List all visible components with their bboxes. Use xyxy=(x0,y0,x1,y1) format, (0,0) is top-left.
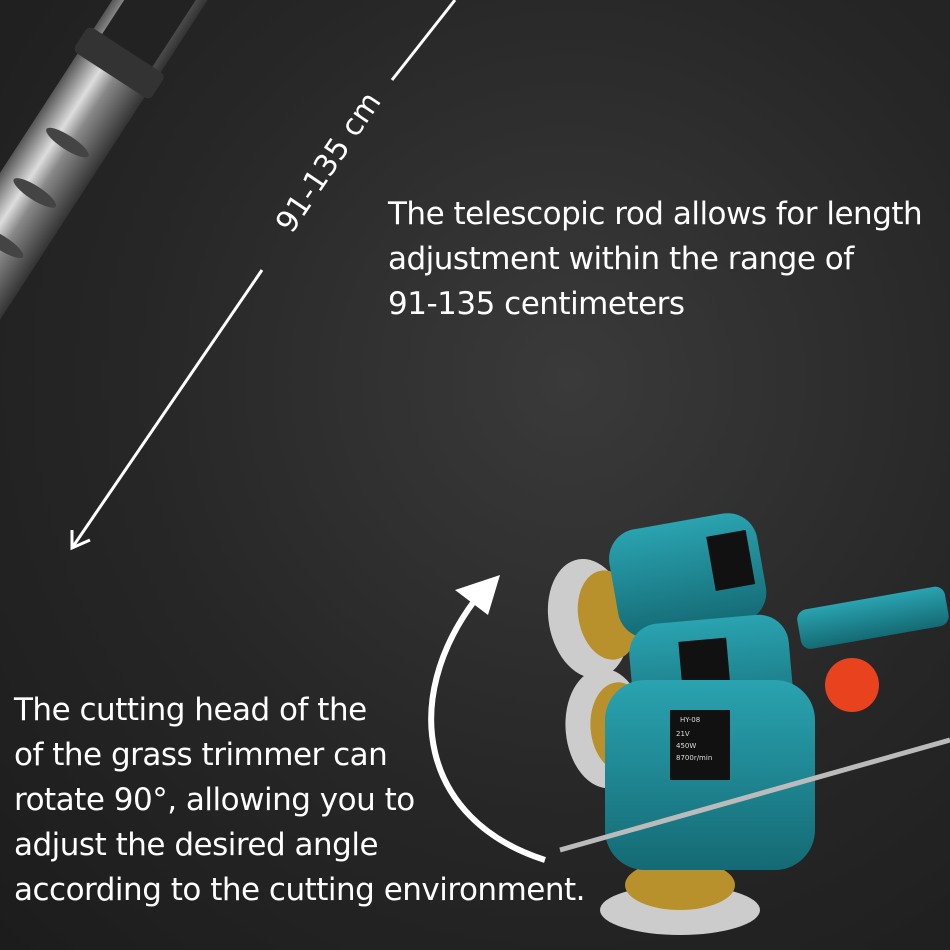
rotation-arrow xyxy=(428,575,546,863)
rod-description-line: 91-135 centimeters xyxy=(388,286,685,322)
rod-description-line: adjustment within the range of xyxy=(388,241,854,277)
head-description: The cutting head of the of the grass tri… xyxy=(14,688,586,913)
rod-description-line: The telescopic rod allows for length xyxy=(388,196,923,232)
label-speed: 8700r/min xyxy=(676,754,712,762)
length-arrow xyxy=(70,0,457,551)
head-description-line: according to the cutting environment. xyxy=(14,872,586,908)
product-label-plate xyxy=(670,710,730,780)
telescopic-rod xyxy=(0,0,227,509)
head-description-line: of the grass trimmer can xyxy=(14,737,388,773)
head-description-line: rotate 90°, allowing you to xyxy=(14,782,415,818)
head-description-line: The cutting head of the xyxy=(14,692,367,728)
head-description-line: adjust the desired angle xyxy=(14,827,379,863)
label-power: 450W xyxy=(676,742,696,750)
trimmer-heads: HY-08 21V 450W 8700r/min xyxy=(547,513,950,935)
rod-description: The telescopic rod allows for length adj… xyxy=(388,192,923,327)
label-voltage: 21V xyxy=(676,730,690,738)
label-model: HY-08 xyxy=(680,716,700,724)
